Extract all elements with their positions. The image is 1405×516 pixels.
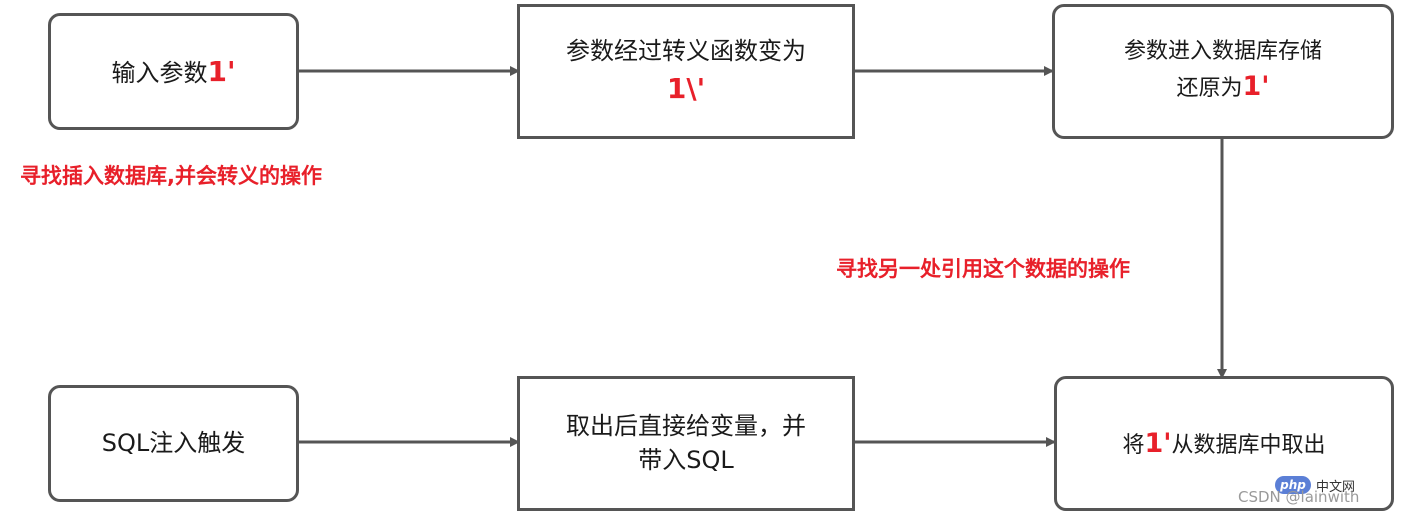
watermark-cn: 中文网 (1316, 480, 1356, 495)
quote-value: 1' (1144, 427, 1172, 459)
node-input-param: 输入参数1' (48, 13, 299, 130)
node-label: 将1'从数据库中取出 (1122, 427, 1326, 459)
node-db-store: 参数进入数据库存储 还原为1' (1052, 4, 1394, 139)
node-label: SQL注入触发 (101, 428, 246, 457)
note-find-insert: 寻找插入数据库,并会转义的操作 (20, 164, 322, 188)
escaped-value: 1\' (666, 71, 706, 105)
note-find-reference: 寻找另一处引用这个数据的操作 (836, 257, 1130, 281)
node-db-fetch: 将1'从数据库中取出 (1054, 376, 1394, 511)
php-logo: php (1275, 476, 1311, 494)
node-escape-function: 参数经过转义函数变为 1\' (517, 4, 855, 139)
node-label-line1: 参数进入数据库存储 (1123, 39, 1322, 65)
node-assign-variable: 取出后直接给变量，并 带入SQL (517, 376, 855, 511)
node-sql-injection: SQL注入触发 (48, 385, 299, 502)
node-label-line2: 还原为1' (1176, 71, 1270, 102)
quote-value: 1' (1242, 71, 1270, 102)
quote-value: 1' (207, 54, 236, 88)
node-label-line1: 取出后直接给变量，并 (566, 411, 806, 440)
node-label-line1: 参数经过转义函数变为 (566, 37, 806, 66)
node-label: 输入参数1' (111, 54, 236, 88)
watermark-text: CSDN @lainwith (1238, 488, 1360, 506)
node-label-line2: 带入SQL (638, 445, 734, 474)
